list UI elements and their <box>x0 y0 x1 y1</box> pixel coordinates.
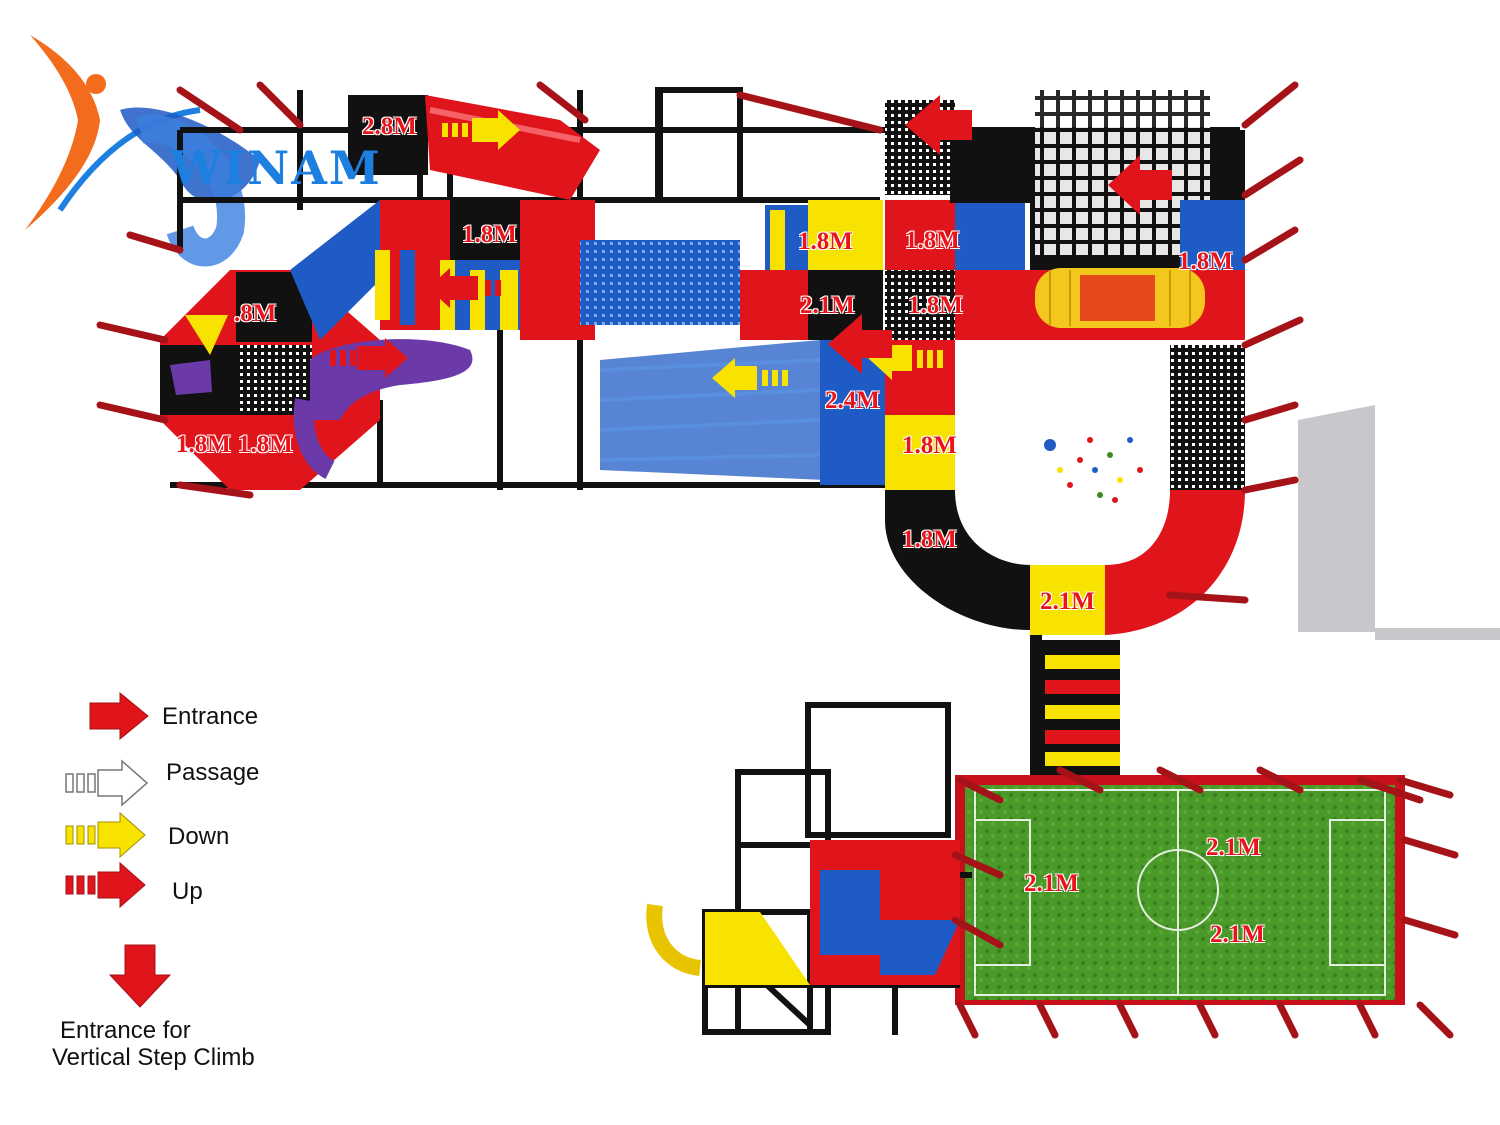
height-label: 1.8M <box>905 227 960 254</box>
height-label: 1.8M <box>238 431 293 458</box>
height-label: 1.8M <box>176 431 231 458</box>
legend-up-label: Up <box>172 878 203 905</box>
legend <box>65 691 172 1008</box>
entrance-legend-icon <box>89 691 149 741</box>
brand-logo <box>25 35 260 267</box>
brand-logo-text: WINAM <box>170 141 382 195</box>
height-label: 2.1M <box>1024 870 1079 897</box>
support-struts <box>96 81 1459 1039</box>
legend-vertical-entrance-line1: Entrance for <box>60 1017 191 1044</box>
entrance-arrow-climb <box>1108 155 1172 215</box>
height-label: 1.8M <box>462 221 517 248</box>
entrance-arrow-top <box>905 95 972 155</box>
up-legend-icon <box>65 861 146 909</box>
entrance-arrow-center <box>828 314 892 374</box>
legend-entrance-label: Entrance <box>162 703 259 730</box>
height-label: 2.1M <box>1206 834 1261 861</box>
height-label: 1.8M <box>798 228 853 255</box>
height-label: 1.8M <box>908 292 963 319</box>
passage-legend-icon <box>65 759 149 807</box>
height-label: 2.8M <box>362 113 417 140</box>
height-label: 1.8M <box>1178 248 1233 275</box>
down-arrow-wave-slide <box>712 358 788 398</box>
height-label: 2.1M <box>800 292 855 319</box>
down-legend-icon <box>65 811 146 859</box>
legend-down-label: Down <box>168 823 230 850</box>
legend-passage-label: Passage <box>166 759 260 786</box>
vertical-entrance-legend-icon <box>108 944 172 1008</box>
lower-structure <box>646 635 1405 1035</box>
height-label: 2.1M <box>1040 588 1095 615</box>
height-label: 2.1M <box>1210 921 1265 948</box>
height-label: 2.4M <box>825 387 880 414</box>
main-structure <box>160 87 1500 640</box>
up-arrow-left <box>428 268 501 308</box>
height-label: 1.8M <box>902 526 957 553</box>
down-arrow-top <box>442 110 520 150</box>
height-label: .8M <box>234 300 277 327</box>
height-label: 1.8M <box>902 432 957 459</box>
up-arrow-purple-slide <box>330 338 408 378</box>
legend-vertical-entrance-line2: Vertical Step Climb <box>52 1044 255 1071</box>
